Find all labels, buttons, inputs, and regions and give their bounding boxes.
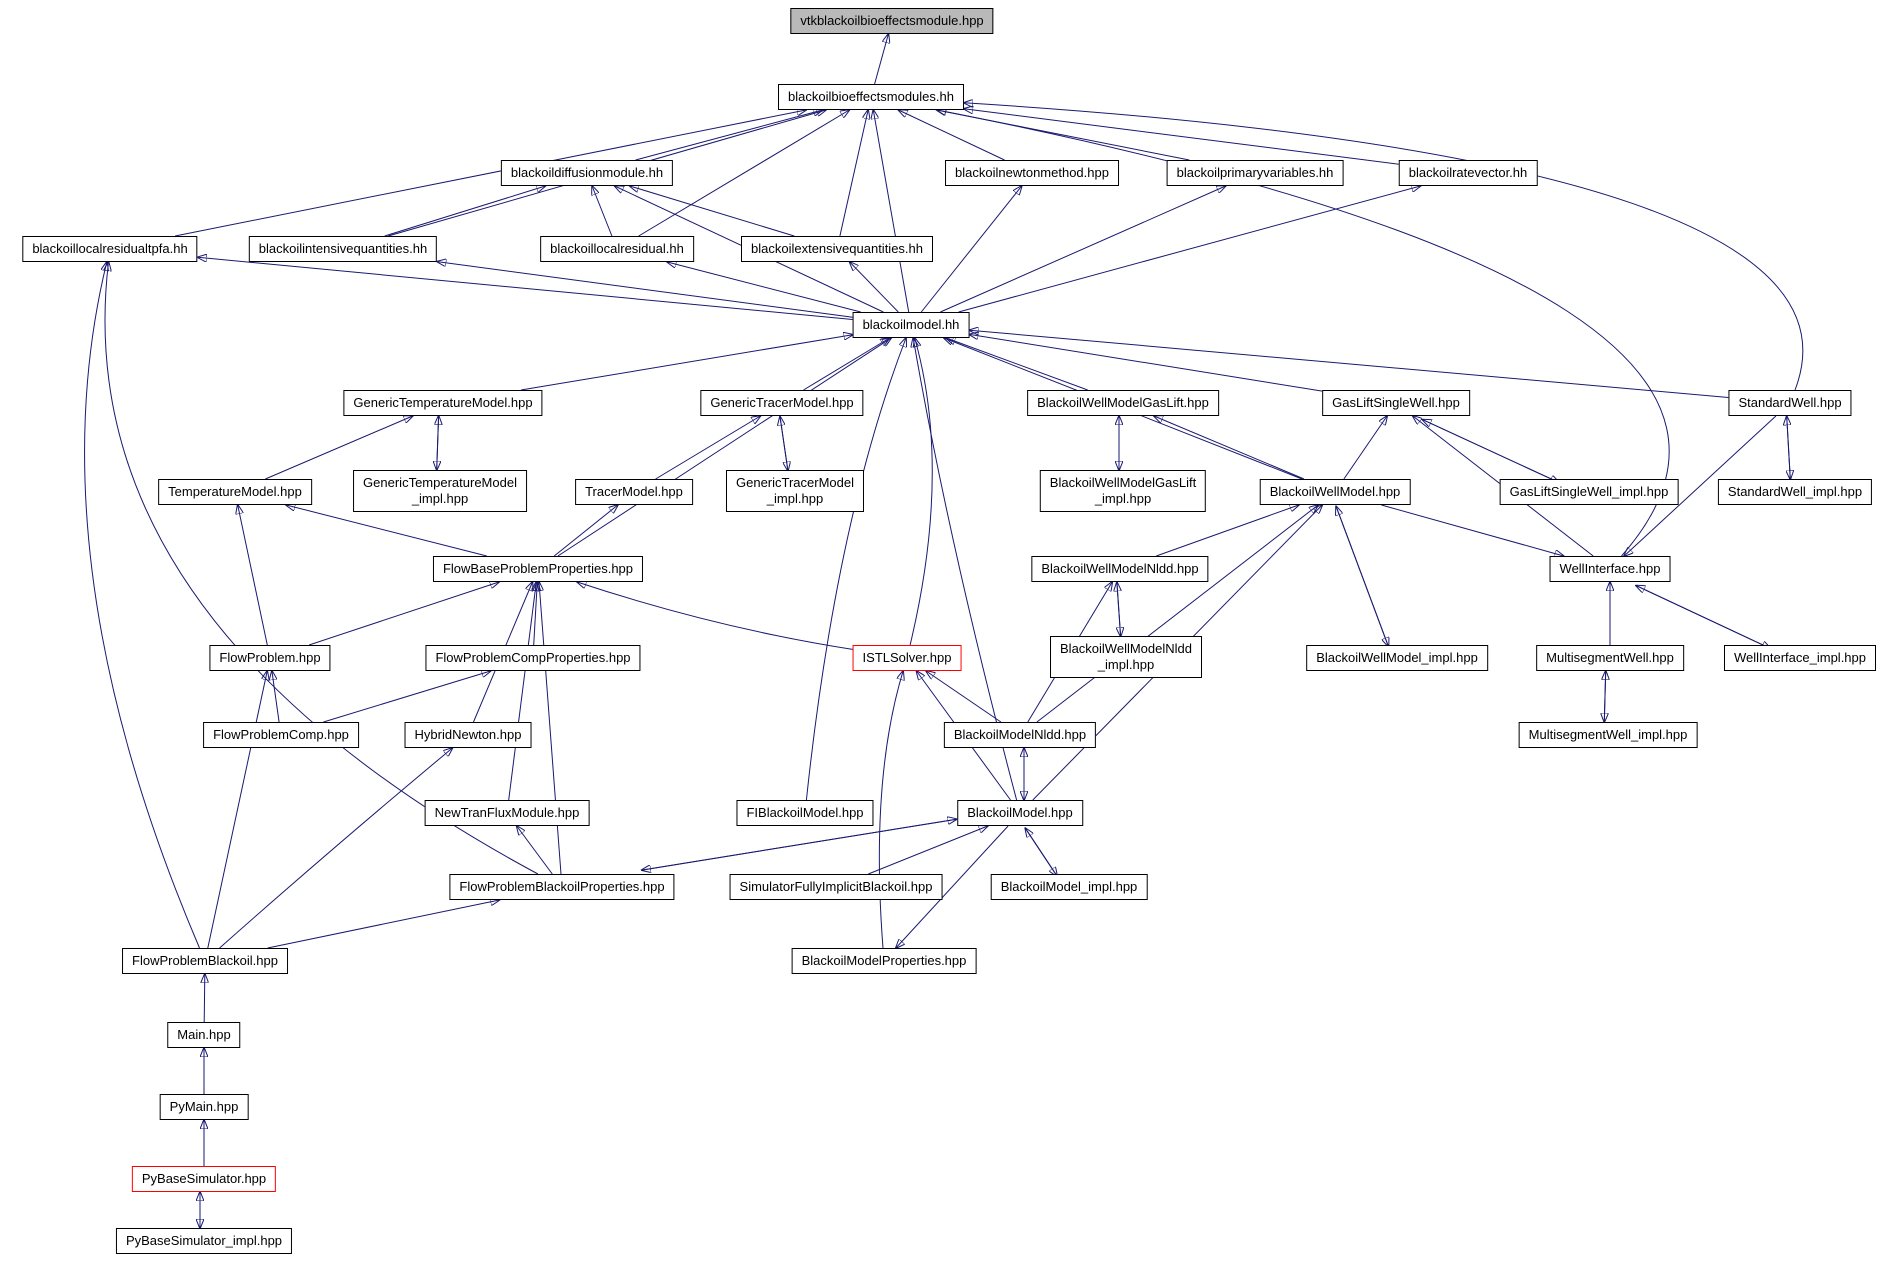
node-generictemperaturemodel[interactable]: GenericTemperatureModel.hpp [343, 390, 543, 416]
node-pybasesimulator[interactable]: PyBaseSimulator.hpp [131, 1166, 277, 1192]
node-blackoilmodel[interactable]: blackoilmodel.hh [852, 312, 970, 338]
node-blackoilratevector[interactable]: blackoilratevector.hh [1398, 160, 1538, 186]
node-blackoilwellmodelgaslift[interactable]: BlackoilWellModelGasLift.hpp [1027, 390, 1219, 416]
node-blackoilmodel-impl[interactable]: BlackoilModel_impl.hpp [990, 874, 1148, 900]
node-flowproblemblackoil[interactable]: FlowProblemBlackoil.hpp [122, 948, 288, 974]
node-blackoilwellmodel-impl[interactable]: BlackoilWellModel_impl.hpp [1306, 645, 1488, 671]
node-flowproblem[interactable]: FlowProblem.hpp [209, 645, 331, 671]
node-blackoilmodelnldd[interactable]: BlackoilModelNldd.hpp [943, 722, 1097, 748]
node-gasliftsinglewell-impl[interactable]: GasLiftSingleWell_impl.hpp [1499, 479, 1679, 505]
node-blackoildiffusionmodule[interactable]: blackoildiffusionmodule.hh [500, 160, 674, 186]
node-flowproblemcompproperties[interactable]: FlowProblemCompProperties.hpp [425, 645, 641, 671]
node-pymain[interactable]: PyMain.hpp [159, 1094, 249, 1120]
node-generictracermodel[interactable]: GenericTracerModel.hpp [700, 390, 864, 416]
node-flowproblemblackoilproperties[interactable]: FlowProblemBlackoilProperties.hpp [449, 874, 675, 900]
node-multisegmentwell-impl[interactable]: MultisegmentWell_impl.hpp [1518, 722, 1698, 748]
node-blackoilextensivequantities[interactable]: blackoilextensivequantities.hh [741, 236, 933, 262]
node-generictemperaturemodel-impl[interactable]: GenericTemperatureModel _impl.hpp [353, 470, 527, 512]
node-hybridnewton[interactable]: HybridNewton.hpp [404, 722, 532, 748]
node-blackoilwellmodelgaslift-impl[interactable]: BlackoilWellModelGasLift _impl.hpp [1039, 470, 1207, 512]
node-blackoillocalresidualtpfa[interactable]: blackoillocalresidualtpfa.hh [22, 236, 198, 262]
node-istlsolver[interactable]: ISTLSolver.hpp [852, 645, 962, 671]
node-blackoilwellmodelnldd[interactable]: BlackoilWellModelNldd.hpp [1031, 556, 1209, 582]
node-wellinterface[interactable]: WellInterface.hpp [1549, 556, 1671, 582]
node-flowproblemcomp[interactable]: FlowProblemComp.hpp [203, 722, 359, 748]
node-pybasesimulator-impl[interactable]: PyBaseSimulator_impl.hpp [115, 1228, 293, 1254]
node-blackoillocalresidual[interactable]: blackoillocalresidual.hh [540, 236, 694, 262]
node-standardwell-impl[interactable]: StandardWell_impl.hpp [1717, 479, 1873, 505]
node-tracermodel[interactable]: TracerModel.hpp [575, 479, 693, 505]
node-vtkblackoilbioeffectsmodule: vtkblackoilbioeffectsmodule.hpp [790, 8, 994, 34]
node-fiblackoilmodel[interactable]: FIBlackoilModel.hpp [736, 800, 874, 826]
node-blackoilbioeffectsmodules[interactable]: blackoilbioeffectsmodules.hh [778, 84, 964, 110]
node-main[interactable]: Main.hpp [167, 1022, 241, 1048]
node-blackoilmodelproperties[interactable]: BlackoilModelProperties.hpp [791, 948, 977, 974]
node-blackoilmodel-hpp[interactable]: BlackoilModel.hpp [957, 800, 1083, 826]
node-blackoilintensivequantities[interactable]: blackoilintensivequantities.hh [248, 236, 438, 262]
node-multisegmentwell[interactable]: MultisegmentWell.hpp [1536, 645, 1684, 671]
node-generictracermodel-impl[interactable]: GenericTracerModel _impl.hpp [725, 470, 865, 512]
node-blackoilnewtonmethod[interactable]: blackoilnewtonmethod.hpp [945, 160, 1119, 186]
node-wellinterface-impl[interactable]: WellInterface_impl.hpp [1724, 645, 1876, 671]
node-gasliftsinglewell[interactable]: GasLiftSingleWell.hpp [1322, 390, 1470, 416]
node-simulatorfullyimplicitblackoil[interactable]: SimulatorFullyImplicitBlackoil.hpp [729, 874, 943, 900]
node-newtranfluxmodule[interactable]: NewTranFluxModule.hpp [424, 800, 590, 826]
node-blackoilwellmodel[interactable]: BlackoilWellModel.hpp [1259, 479, 1411, 505]
node-flowbaseproblemproperties[interactable]: FlowBaseProblemProperties.hpp [432, 556, 644, 582]
node-blackoilwellmodelnldd-impl[interactable]: BlackoilWellModelNldd _impl.hpp [1050, 636, 1202, 678]
node-standardwell[interactable]: StandardWell.hpp [1728, 390, 1852, 416]
node-blackoilprimaryvariables[interactable]: blackoilprimaryvariables.hh [1166, 160, 1344, 186]
node-temperaturemodel[interactable]: TemperatureModel.hpp [158, 479, 312, 505]
